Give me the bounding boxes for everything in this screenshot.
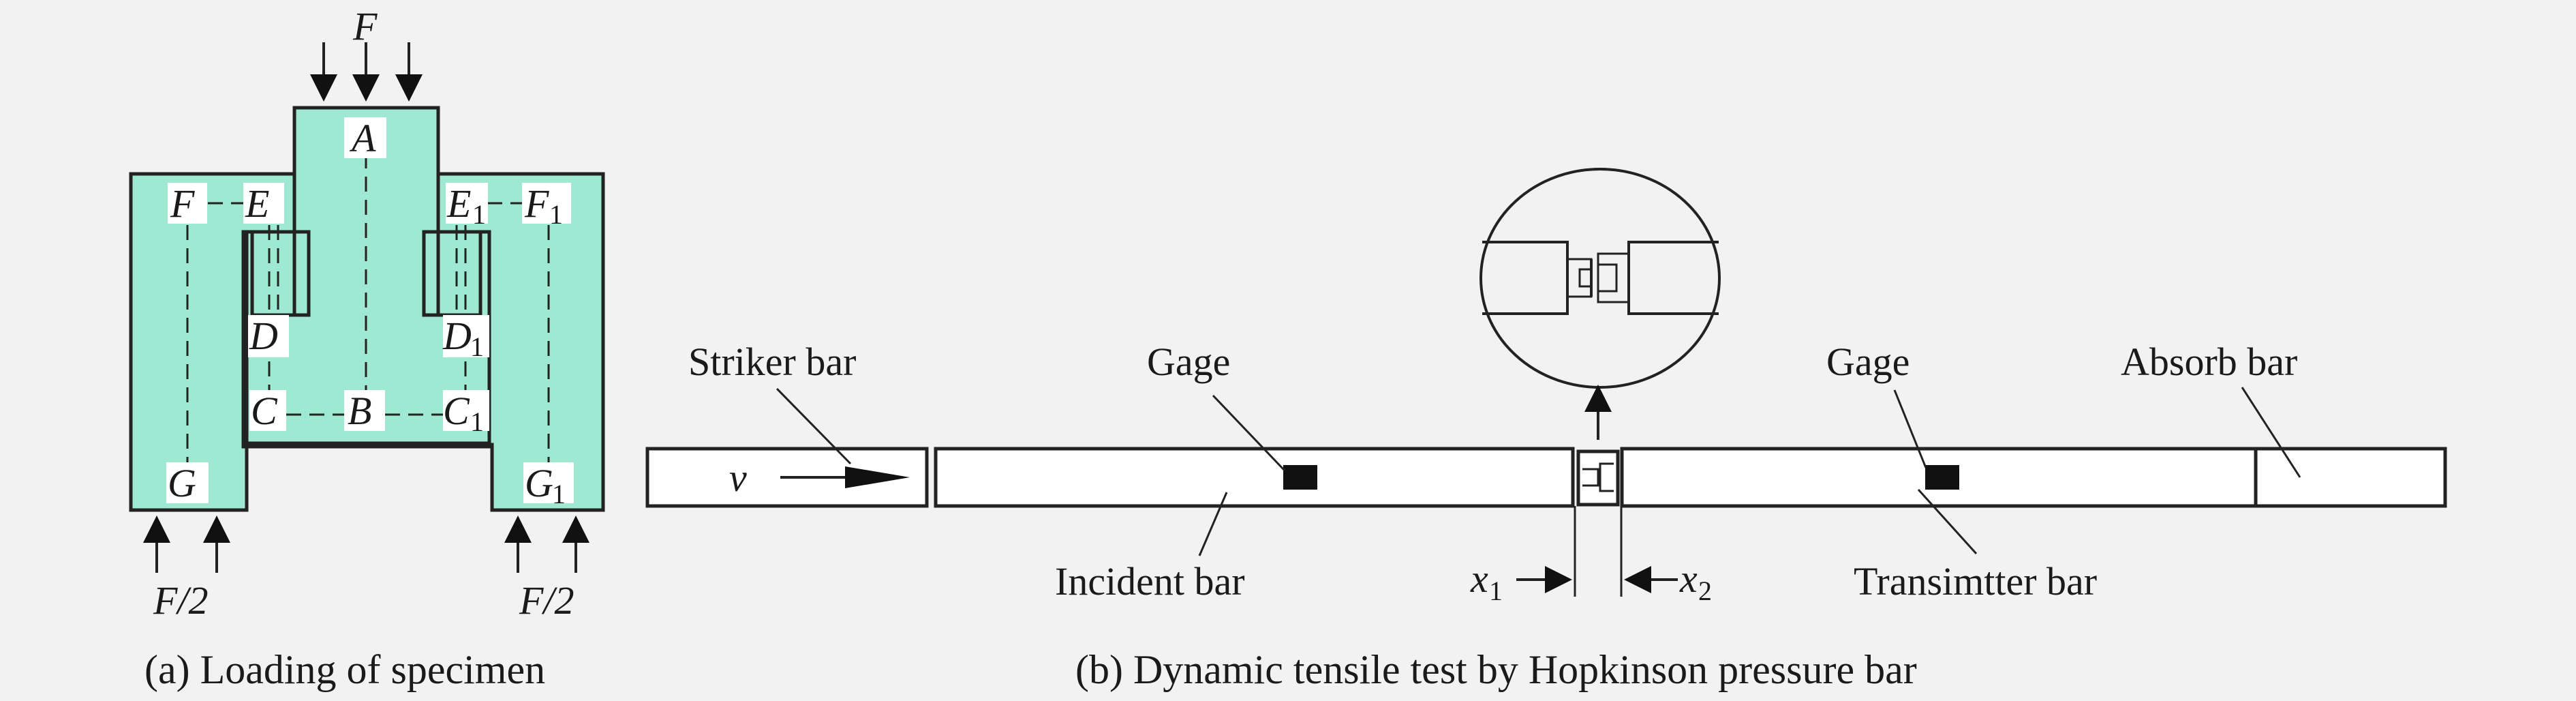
point-C1-sub: 1 (470, 406, 484, 437)
x2-label: x (1679, 556, 1698, 601)
hopkinson-diagram: v Striker bar Gage Incident bar Gage Tra (645, 168, 2447, 692)
transmitter-bar-label: Transimtter bar (1854, 559, 2097, 603)
velocity-arrow-head (845, 466, 910, 488)
zoom-left-bar (1482, 241, 1569, 315)
x2-sub: 2 (1698, 576, 1712, 606)
specimen-clamp (1582, 462, 1614, 492)
striker-leader (776, 387, 852, 465)
point-D1: D (442, 314, 472, 358)
velocity-label: v (729, 456, 747, 500)
absorb-leader (2241, 387, 2301, 478)
point-G: G (168, 461, 196, 505)
gage-right (1925, 465, 1959, 490)
point-A: A (349, 116, 376, 160)
gage-right-leader (1893, 389, 1927, 468)
specimen-holder (1576, 449, 1620, 507)
zoom-circle (1479, 168, 1721, 389)
caption-a: (a) Loading of specimen (144, 647, 545, 692)
point-F1-sub: 1 (549, 199, 563, 230)
point-B: B (348, 389, 371, 433)
point-C1: C (443, 389, 470, 433)
force-top-label: F (352, 4, 378, 48)
point-F1: F (524, 181, 549, 226)
gage-left-leader (1212, 394, 1286, 472)
incident-bar-label: Incident bar (1055, 559, 1245, 603)
force-bottom-right-label: F/2 (519, 578, 574, 623)
force-bottom-left-label: F/2 (153, 578, 209, 623)
zoom-right-bar (1627, 241, 1719, 315)
gage-left (1283, 465, 1317, 490)
point-D1-sub: 1 (470, 331, 484, 362)
incident-leader (1198, 492, 1228, 556)
specimen-neck-right (436, 230, 482, 317)
absorb-bar-label: Absorb bar (2121, 340, 2297, 384)
zoom-clamp-left (1567, 258, 1593, 298)
x1-label: x (1470, 556, 1488, 601)
x1-sub: 1 (1489, 576, 1503, 606)
gage-left-label: Gage (1147, 340, 1230, 384)
point-E1-sub: 1 (472, 199, 486, 230)
specimen-neck-left (250, 230, 296, 317)
point-C: C (251, 389, 278, 433)
zoom-clamp-right (1597, 252, 1629, 303)
gage-right-label: Gage (1826, 340, 1910, 384)
point-E: E (245, 181, 269, 226)
striker-bar-label: Striker bar (688, 340, 856, 384)
caption-b: (b) Dynamic tensile test by Hopkinson pr… (1075, 647, 1917, 692)
point-G1: G (525, 461, 553, 505)
incident-bar (934, 447, 1575, 508)
transmitter-leader (1917, 488, 1978, 555)
point-D: D (249, 314, 278, 358)
point-F: F (170, 181, 195, 226)
point-E1: E (446, 181, 471, 226)
absorb-bar (2254, 447, 2447, 508)
point-G1-sub: 1 (552, 479, 566, 509)
specimen-diagram: A F E E 1 F 1 D D 1 C B C 1 G G 1 F (129, 4, 605, 692)
